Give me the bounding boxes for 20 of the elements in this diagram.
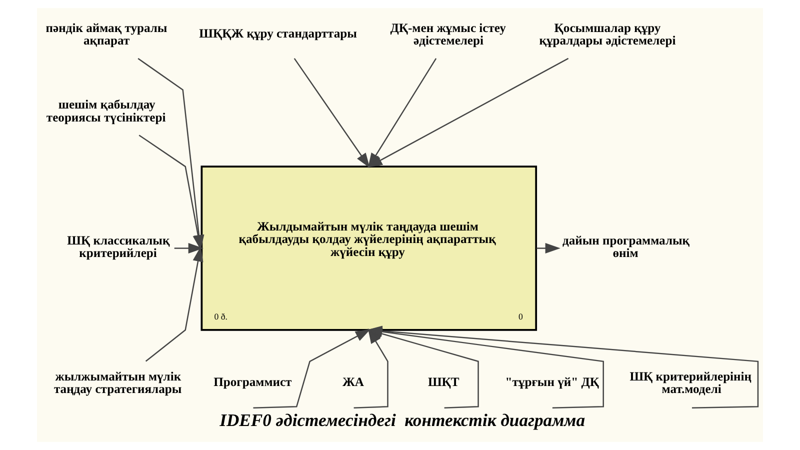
node-text: Қосымшалар құру құралдары әдістемелері <box>539 21 676 48</box>
node-text: ЖА <box>342 374 364 389</box>
node-box: Жылдымайтын мүлік таңдауда шешім қабылдауды қолдау жүйелерінің ақпараттық жүйесін құру 0 ð. 0 <box>200 166 538 331</box>
node-text: "тұрғын үй" ДҚ <box>505 374 599 389</box>
node-text: Программист <box>214 374 292 389</box>
node-text: пәндік аймақ туралы ақпарат <box>46 21 168 48</box>
node-text: дайын программалық өнім <box>562 233 690 260</box>
caption: IDEF0 әдістемесіндегі контекстік диаграмма <box>220 410 586 430</box>
node-text: ШҚ классикалық критерийлері <box>67 233 170 260</box>
arrow <box>536 242 560 254</box>
node-text: шешім қабылдау теориясы түсініктері <box>46 98 166 124</box>
node-text: ШҚ критерийлерінің мат.моделі <box>630 369 752 396</box>
node-text: ШҚТ <box>428 374 460 389</box>
node-text: ДҚ-мен жұмыс істеу әдістемелері <box>390 21 506 48</box>
node-text: жылжымайтын мүлік таңдау стратегиялары <box>54 369 182 396</box>
arrow <box>174 242 204 254</box>
arrow <box>253 329 371 409</box>
arrow <box>294 58 370 168</box>
arrow <box>145 246 204 362</box>
node-text: ШҚҚЖ құру стандарттары <box>199 26 357 41</box>
